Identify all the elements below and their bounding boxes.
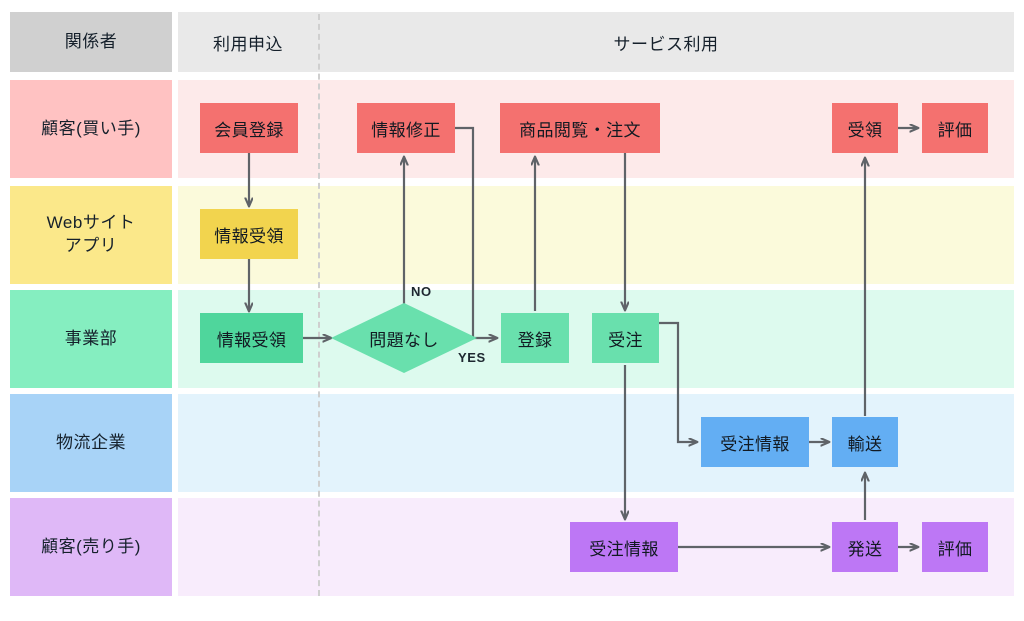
node-hassou[interactable]: 発送 [832,522,898,572]
node-hyouka-buyer[interactable]: 評価 [922,103,988,153]
header-actor-column: 関係者 [10,12,172,72]
lane-body-website [178,186,1014,284]
phase-header-apply: 利用申込 [178,12,318,72]
node-juchu-label: 受注 [608,330,643,350]
lane-label-division: 事業部 [10,290,172,388]
node-shouhin-chumon[interactable]: 商品閲覧・注文 [500,103,660,153]
lane-label-division-text: 事業部 [64,328,118,348]
node-yusou[interactable]: 輸送 [832,417,898,467]
node-jouhou-juryou-division-label: 情報受領 [216,330,287,350]
lane-label-website: Webサイト アプリ [10,186,172,284]
phase-header-service: サービス利用 [318,12,1014,72]
edge-label-no: NO [411,284,432,299]
node-mondai-nashi-label: 問題なし [369,330,439,350]
node-kaiin-touroku[interactable]: 会員登録 [200,103,298,153]
node-hassou-label: 発送 [847,539,883,559]
node-jouhou-juryou-web-label: 情報受領 [214,226,284,246]
node-juryou-label: 受領 [847,120,883,140]
node-kaiin-touroku-label: 会員登録 [214,120,284,140]
phase-divider [318,14,320,596]
lane-label-buyer-text: 顧客(買い手) [41,118,141,138]
node-jouhou-juryou-web[interactable]: 情報受領 [200,209,298,259]
lane-label-seller: 顧客(売り手) [10,498,172,596]
lane-label-website-text: Webサイト アプリ [46,213,136,255]
node-hyouka-seller-label: 評価 [937,539,973,559]
diamond-shape [331,303,477,373]
node-hyouka-buyer-label: 評価 [937,120,973,140]
edge-label-yes: YES [458,350,486,365]
node-juchu-joho-logistics-label: 受注情報 [720,434,790,454]
edge-label-no-text: NO [411,284,432,299]
header-actor-label: 関係者 [64,31,118,51]
node-yusou-label: 輸送 [847,434,883,454]
phase-header-service-label: サービス利用 [613,34,719,54]
node-mondai-nashi[interactable]: 問題なし [331,303,477,373]
node-juryou[interactable]: 受領 [832,103,898,153]
node-touroku[interactable]: 登録 [501,313,569,363]
lane-label-logistics-text: 物流企業 [56,432,126,452]
lane-label-seller-text: 顧客(売り手) [41,536,141,556]
lane-label-buyer: 顧客(買い手) [10,80,172,178]
node-juchu-joho-logistics[interactable]: 受注情報 [701,417,809,467]
node-juchu-joho-seller[interactable]: 受注情報 [570,522,678,572]
node-juchu-joho-seller-label: 受注情報 [589,539,659,559]
edge-label-yes-text: YES [458,350,486,365]
phase-header-apply-label: 利用申込 [213,34,283,54]
lane-label-logistics: 物流企業 [10,394,172,492]
node-touroku-label: 登録 [517,330,553,350]
node-juchu[interactable]: 受注 [592,313,659,363]
node-jouhou-juryou-division[interactable]: 情報受領 [200,313,303,363]
node-shouhin-chumon-label: 商品閲覧・注文 [519,120,641,140]
node-hyouka-seller[interactable]: 評価 [922,522,988,572]
node-jouhou-shusei[interactable]: 情報修正 [357,103,455,153]
node-jouhou-shusei-label: 情報修正 [371,120,441,140]
